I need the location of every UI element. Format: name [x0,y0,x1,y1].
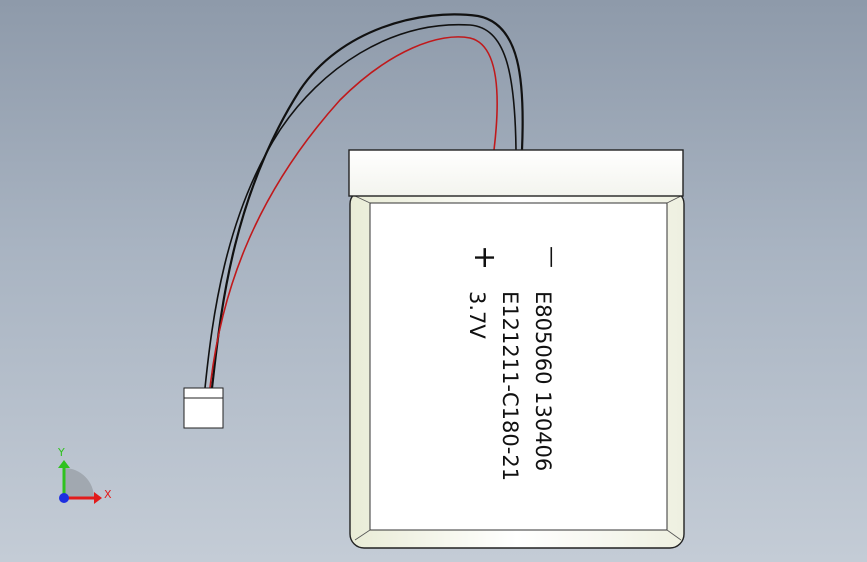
y-axis-label: Y [57,446,65,459]
battery-labels: — + E805060 130406 E121211-C180-21 3.7V [465,245,564,481]
bevel-tr [666,195,682,204]
connector-body [183,387,224,429]
x-arrow-head-icon [94,492,102,504]
y-arrow-head-icon [58,460,70,468]
red-wire [209,36,498,389]
black-wire-inner [204,23,517,389]
battery-body [349,189,685,549]
label-line-1: E805060 130406 [531,291,555,471]
bevel-br [666,529,682,541]
x-axis-label: X [104,488,112,501]
bevel-bl [354,529,371,541]
rotation-arc-icon [64,468,94,498]
label-line-2: E121211-C180-21 [498,291,522,481]
black-wire [210,13,524,389]
battery-top-cap [348,149,684,197]
plus-terminal-symbol: + [467,245,502,270]
wire-connector [183,387,224,429]
origin-point-icon [59,493,69,503]
wire-cable [204,13,524,389]
battery-face [369,202,668,531]
coordinate-triad: X Y [57,446,112,504]
minus-terminal-symbol: — [539,246,564,268]
bevel-tl [354,195,371,204]
voltage-label: 3.7V [465,291,489,339]
